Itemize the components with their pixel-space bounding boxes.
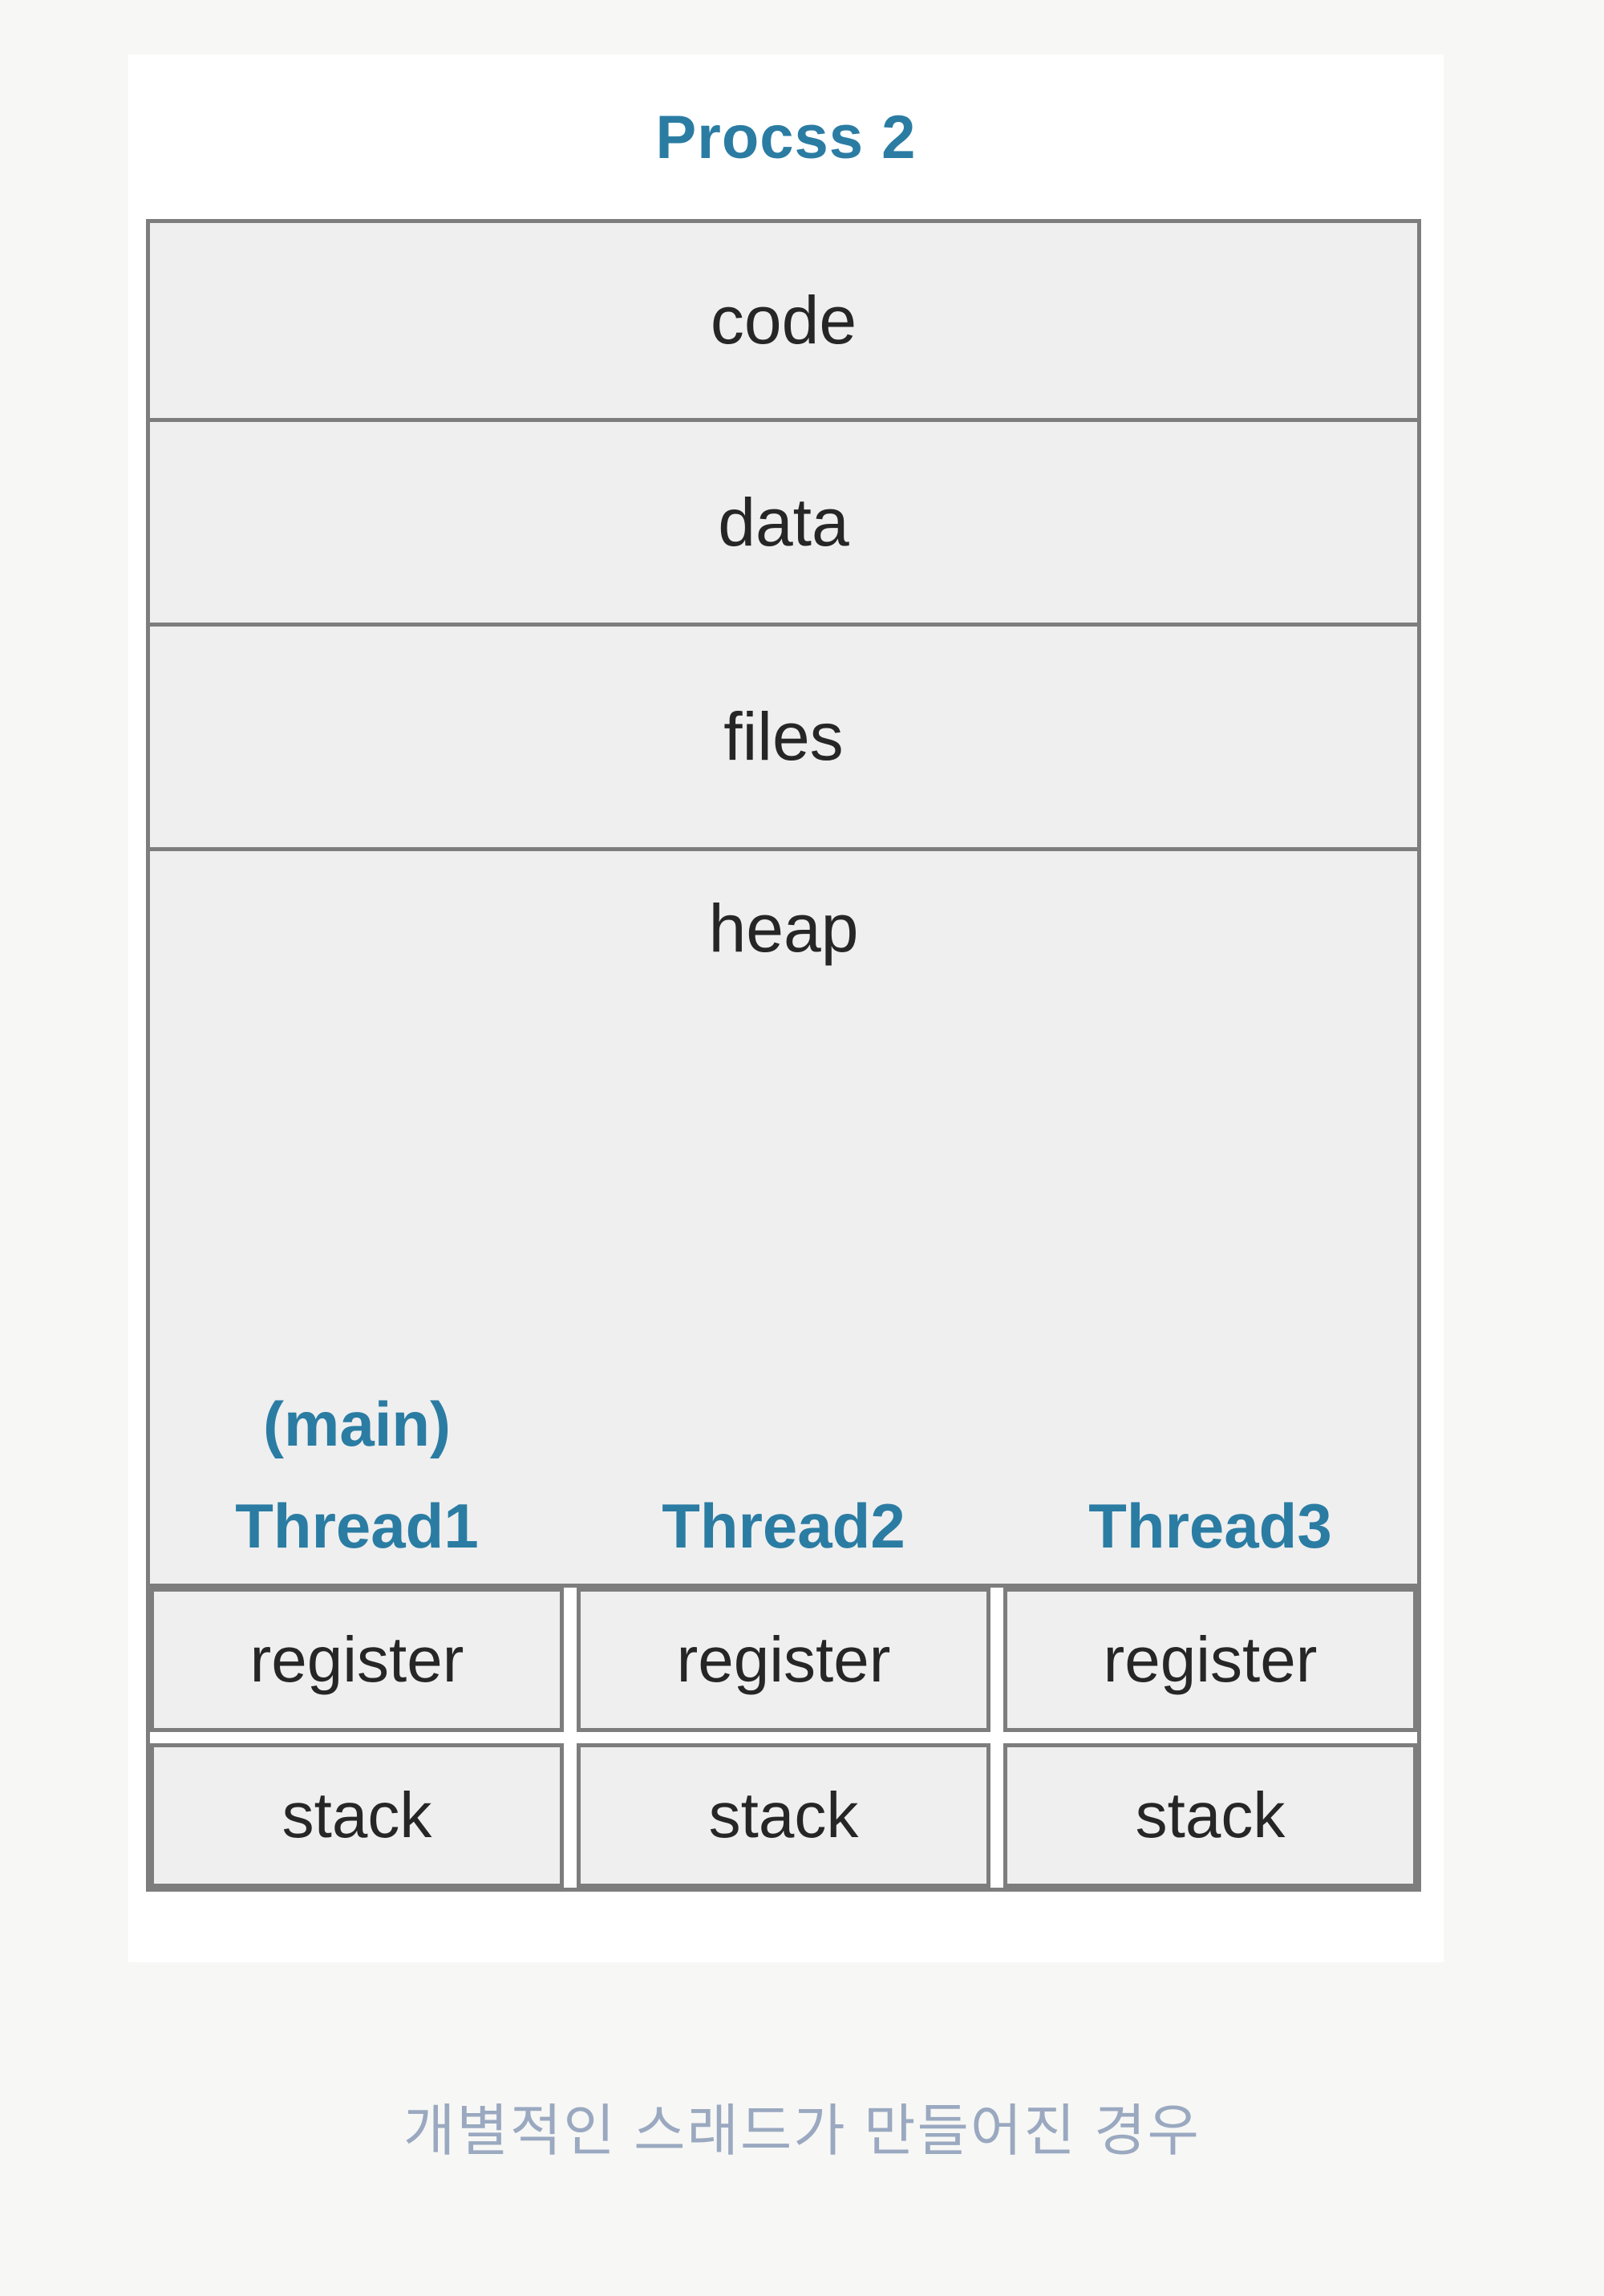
heap-spacer: [150, 967, 1417, 1388]
section-files: files: [150, 627, 1417, 851]
main-thread-label: (main): [263, 1389, 451, 1459]
section-code: code: [150, 223, 1417, 422]
thread1-stack-cell: stack: [150, 1743, 564, 1888]
diagram-caption: 개별적인 스래드가 만들어진 경우: [403, 2099, 1201, 2162]
process-diagram-panel: Procss 2 code data files heap (main) Thr…: [128, 55, 1444, 1962]
main-label-empty-2: [1003, 1388, 1417, 1461]
process-title: Procss 2: [655, 103, 917, 172]
thread3-register-cell: register: [1003, 1588, 1417, 1732]
main-label-empty-1: [577, 1388, 990, 1461]
thread1-register-cell: register: [150, 1588, 564, 1732]
thread2-stack-cell: stack: [577, 1743, 990, 1888]
thread3-label: Thread3: [1088, 1491, 1332, 1561]
main-label-row: (main): [150, 1388, 1417, 1461]
thread2-register-cell: register: [577, 1588, 990, 1732]
section-data: data: [150, 422, 1417, 627]
section-heap: heap (main) Thread1 Thread2 Thread3: [150, 851, 1417, 1588]
thread-label-row: Thread1 Thread2 Thread3: [150, 1490, 1417, 1563]
process-memory-box: code data files heap (main) Thread1 Thre…: [146, 219, 1421, 1892]
thread2-label: Thread2: [662, 1491, 905, 1561]
thread1-label: Thread1: [235, 1491, 479, 1561]
thread-cells-grid: register register register stack stack s…: [150, 1588, 1417, 1888]
heap-label: heap: [708, 890, 859, 966]
thread3-stack-cell: stack: [1003, 1743, 1417, 1888]
